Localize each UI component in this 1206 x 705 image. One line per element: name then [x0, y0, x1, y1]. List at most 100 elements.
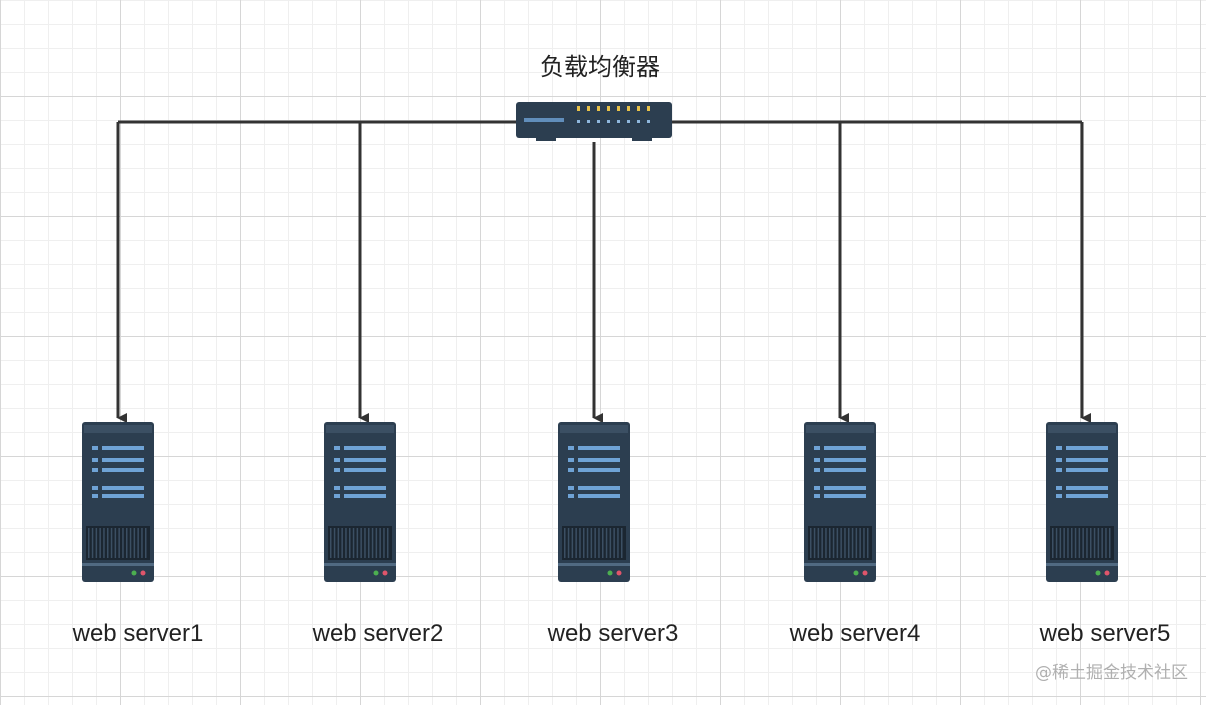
- server-top-panel: [326, 425, 394, 433]
- server-led: [92, 494, 98, 498]
- server-vent-slot: [341, 528, 343, 558]
- server-vent-slot: [605, 528, 608, 558]
- server-vent-slot: [126, 528, 128, 558]
- server-vent-slot: [851, 528, 854, 558]
- server-led: [568, 446, 574, 450]
- server-led: [568, 486, 574, 490]
- server-vent-slot: [137, 528, 139, 558]
- server-vent-slot: [360, 528, 362, 558]
- server-rack-icon[interactable]: [1046, 422, 1118, 582]
- server-label-2: web server2: [312, 620, 444, 647]
- server-status-led-red: [140, 570, 146, 576]
- server-drive-bay: [578, 494, 620, 498]
- server-drive-bay: [344, 458, 386, 462]
- connectors-group: [116, 120, 1091, 423]
- switch-port-strip: [524, 118, 564, 122]
- server-led: [814, 468, 820, 472]
- server-status-led-green: [373, 570, 379, 576]
- server-led: [814, 486, 820, 490]
- load-balancer-label: 负载均衡器: [540, 53, 660, 81]
- server-rack-icon[interactable]: [82, 422, 154, 582]
- server-vent-slot: [141, 528, 143, 558]
- server-vent-slot: [621, 528, 623, 558]
- server-vent-slot: [613, 528, 615, 558]
- server-vent-slot: [375, 528, 378, 558]
- server-vent-slot: [1090, 528, 1092, 558]
- network-switch-icon: [516, 102, 672, 138]
- server-vent-slot: [1055, 528, 1058, 558]
- server-led: [568, 468, 574, 472]
- server-status-led-green: [853, 570, 859, 576]
- server-drive-bay: [102, 486, 144, 490]
- switch-led: [607, 106, 610, 111]
- switch-led: [577, 106, 580, 111]
- servers-group: [82, 422, 1118, 582]
- watermark: @稀土掘金技术社区: [1035, 663, 1188, 683]
- server-drive-bay: [578, 486, 620, 490]
- switch-port: [597, 120, 600, 123]
- server-vent-slot: [609, 528, 612, 558]
- switch-foot-right: [632, 138, 652, 141]
- server-rack-icon[interactable]: [324, 422, 396, 582]
- server-drive-bay: [102, 458, 144, 462]
- server-led: [568, 494, 574, 498]
- load-balancer-switch[interactable]: [516, 102, 672, 141]
- server-vent-slot: [337, 528, 340, 558]
- server-vent-slot: [848, 528, 850, 558]
- server-vent-slot: [1082, 528, 1084, 558]
- server-drive-bay: [102, 494, 144, 498]
- server-vent-slot: [352, 528, 355, 558]
- server-status-led-red: [862, 570, 868, 576]
- server-label-5: web server5: [1039, 620, 1171, 647]
- server-vent-slot: [829, 528, 831, 558]
- switch-port: [617, 120, 620, 123]
- server-status-led-green: [131, 570, 137, 576]
- server-vent-slot: [1105, 528, 1107, 558]
- server-vent-slot: [579, 528, 581, 558]
- server-rack-icon[interactable]: [804, 422, 876, 582]
- server-vent-slot: [836, 528, 839, 558]
- switch-port: [637, 120, 640, 123]
- server-vent-slot: [859, 528, 861, 558]
- switch-port: [647, 120, 650, 123]
- server-vent-slot: [114, 528, 117, 558]
- switch-led: [597, 106, 600, 111]
- server-vent-slot: [1071, 528, 1073, 558]
- server-status-led-green: [1095, 570, 1101, 576]
- switch-port: [607, 120, 610, 123]
- server-led: [334, 468, 340, 472]
- server-vent-slot: [863, 528, 865, 558]
- server-drive-bay: [824, 486, 866, 490]
- server-vent-slot: [1074, 528, 1077, 558]
- server-drive-bay: [102, 446, 144, 450]
- server-status-led-red: [1104, 570, 1110, 576]
- server-vent-slot: [855, 528, 858, 558]
- server-drive-bay: [824, 458, 866, 462]
- server-rack-icon[interactable]: [558, 422, 630, 582]
- server-drive-bay: [824, 468, 866, 472]
- switch-led: [587, 106, 590, 111]
- server-vent-slot: [371, 528, 374, 558]
- server-vent-slot: [598, 528, 600, 558]
- server-status-led-red: [616, 570, 622, 576]
- server-label-1: web server1: [72, 620, 204, 647]
- server-vent-slot: [145, 528, 147, 558]
- server-drive-bay: [1066, 458, 1108, 462]
- server-vent-slot: [564, 528, 566, 558]
- server-led: [1056, 468, 1062, 472]
- server-vent-slot: [586, 528, 589, 558]
- server-vent-slot: [832, 528, 835, 558]
- server-vent-slot: [345, 528, 347, 558]
- server-drive-bay: [344, 486, 386, 490]
- switch-port: [587, 120, 590, 123]
- server-vent-slot: [594, 528, 596, 558]
- server-divider: [558, 563, 630, 566]
- server-vent-slot: [821, 528, 823, 558]
- switch-foot-left: [536, 138, 556, 141]
- server-led: [814, 446, 820, 450]
- server-vent-slot: [867, 528, 869, 558]
- server-led: [334, 446, 340, 450]
- server-led: [814, 458, 820, 462]
- server-vent-slot: [583, 528, 585, 558]
